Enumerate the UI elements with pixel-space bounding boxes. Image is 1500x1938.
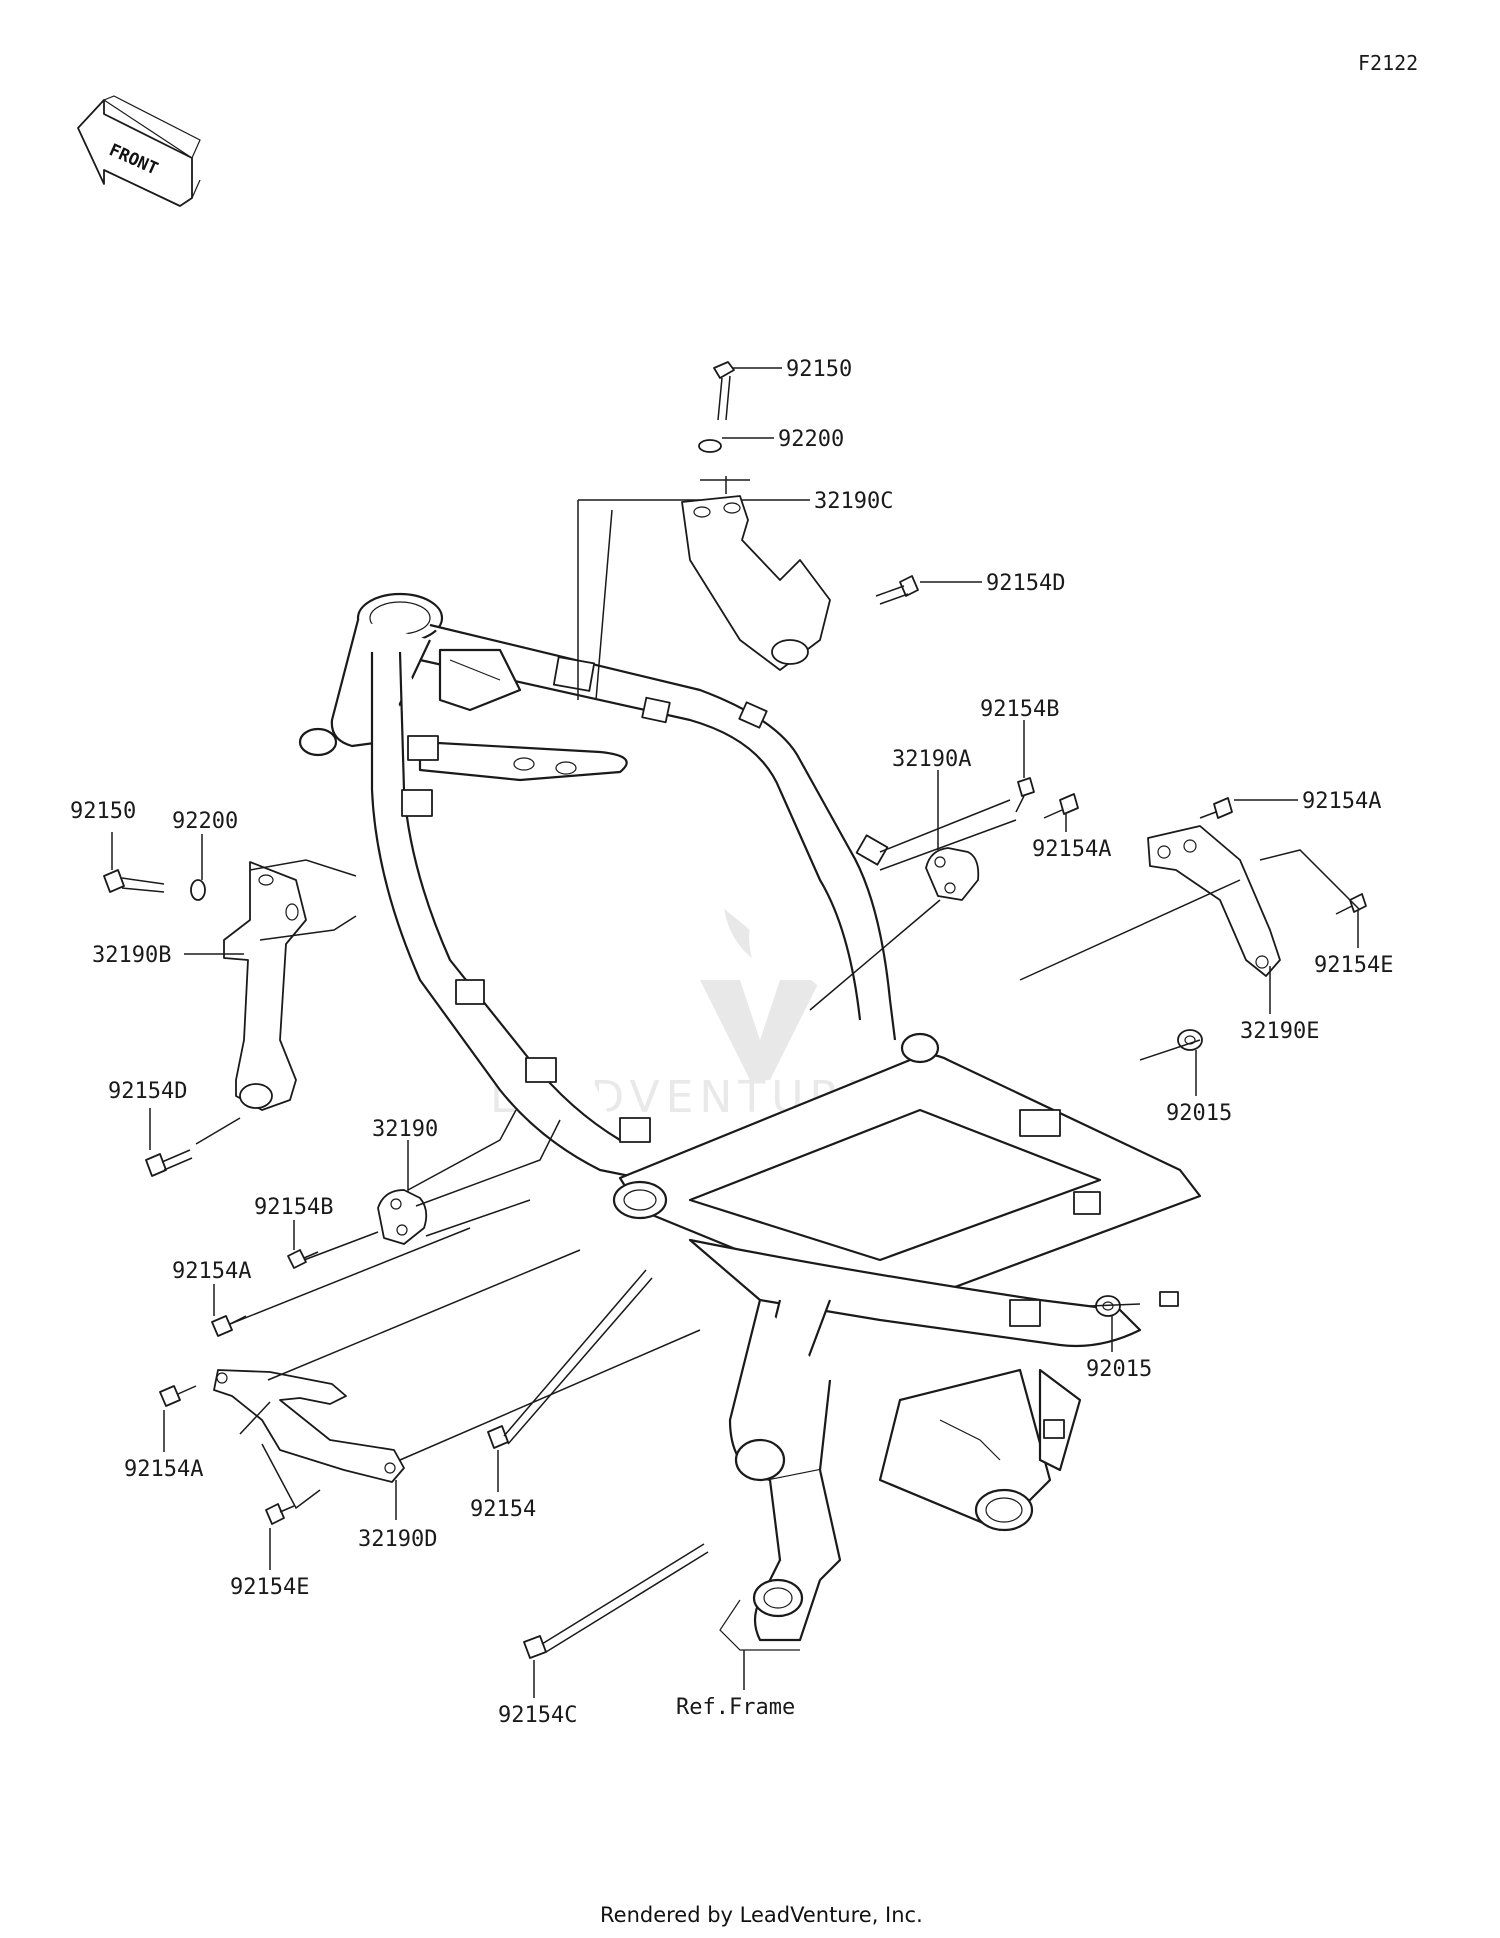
- frame-assembly: [298, 592, 1202, 1651]
- label-32190: 32190: [372, 1117, 438, 1142]
- label-92200-top: 92200: [778, 427, 844, 452]
- bolt-92150-top: [713, 361, 735, 421]
- label-92154D-top: 92154D: [986, 571, 1065, 596]
- bolt-92154A-right: [1199, 797, 1233, 819]
- label-92154A-right: 92154A: [1302, 789, 1381, 814]
- callout-labels: 92150 92200 32190C 92154D 92154B 32190A …: [70, 357, 1393, 1728]
- front-arrow-icon: FRONT: [77, 95, 201, 207]
- bracket-32190E: [1147, 825, 1281, 977]
- credit-text: Rendered by LeadVenture, Inc.: [600, 1903, 923, 1927]
- bolt-92154C: [523, 1543, 709, 1659]
- bolt-92154: [487, 1269, 653, 1449]
- washer-92200-left: [190, 879, 206, 901]
- label-92154B-left: 92154B: [254, 1195, 333, 1220]
- label-92015-lower: 92015: [1086, 1357, 1152, 1382]
- plate-32190: [377, 1189, 428, 1245]
- bracket-32190B: [223, 861, 307, 1111]
- label-92015-upper: 92015: [1166, 1101, 1232, 1126]
- label-92200-left: 92200: [172, 809, 238, 834]
- bolt-92154E-right: [1335, 893, 1367, 915]
- bracket-32190C: [681, 495, 831, 671]
- bolt-92154D-left: [145, 1149, 193, 1177]
- label-92154A-left2: 92154A: [124, 1457, 203, 1482]
- label-92154B-right: 92154B: [980, 697, 1059, 722]
- label-92154A-left1: 92154A: [172, 1259, 251, 1284]
- label-92154A-mid: 92154A: [1032, 837, 1111, 862]
- bolt-92154E-left: [265, 1503, 295, 1525]
- label-32190A: 32190A: [892, 747, 971, 772]
- label-92154D-left: 92154D: [108, 1079, 187, 1104]
- bolt-92154A-left2: [159, 1385, 197, 1407]
- label-92154C: 92154C: [498, 1703, 577, 1728]
- label-32190D: 32190D: [358, 1527, 437, 1552]
- label-32190E: 32190E: [1240, 1019, 1319, 1044]
- label-32190C: 32190C: [814, 489, 893, 514]
- label-92154: 92154: [470, 1497, 536, 1522]
- figure-code: F2122: [1358, 51, 1418, 75]
- label-ref-frame: Ref.Frame: [676, 1695, 795, 1720]
- plate-32190A: [925, 847, 980, 901]
- washer-92200-top: [698, 439, 722, 453]
- bracket-32190D: [213, 1369, 405, 1483]
- bolt-92154B-left: [287, 1249, 319, 1269]
- bolt-92154D-top: [875, 575, 919, 605]
- leader-lines: [111, 367, 1361, 1698]
- label-32190B: 32190B: [92, 943, 171, 968]
- bolt-92154B-right: [1015, 777, 1035, 813]
- label-92154E-left: 92154E: [230, 1575, 309, 1600]
- label-92154E-right: 92154E: [1314, 953, 1393, 978]
- bolt-92150-left: [103, 869, 165, 893]
- label-92150-top: 92150: [786, 357, 852, 382]
- bolt-92154A-mid: [1043, 793, 1079, 819]
- label-92150-left: 92150: [70, 799, 136, 824]
